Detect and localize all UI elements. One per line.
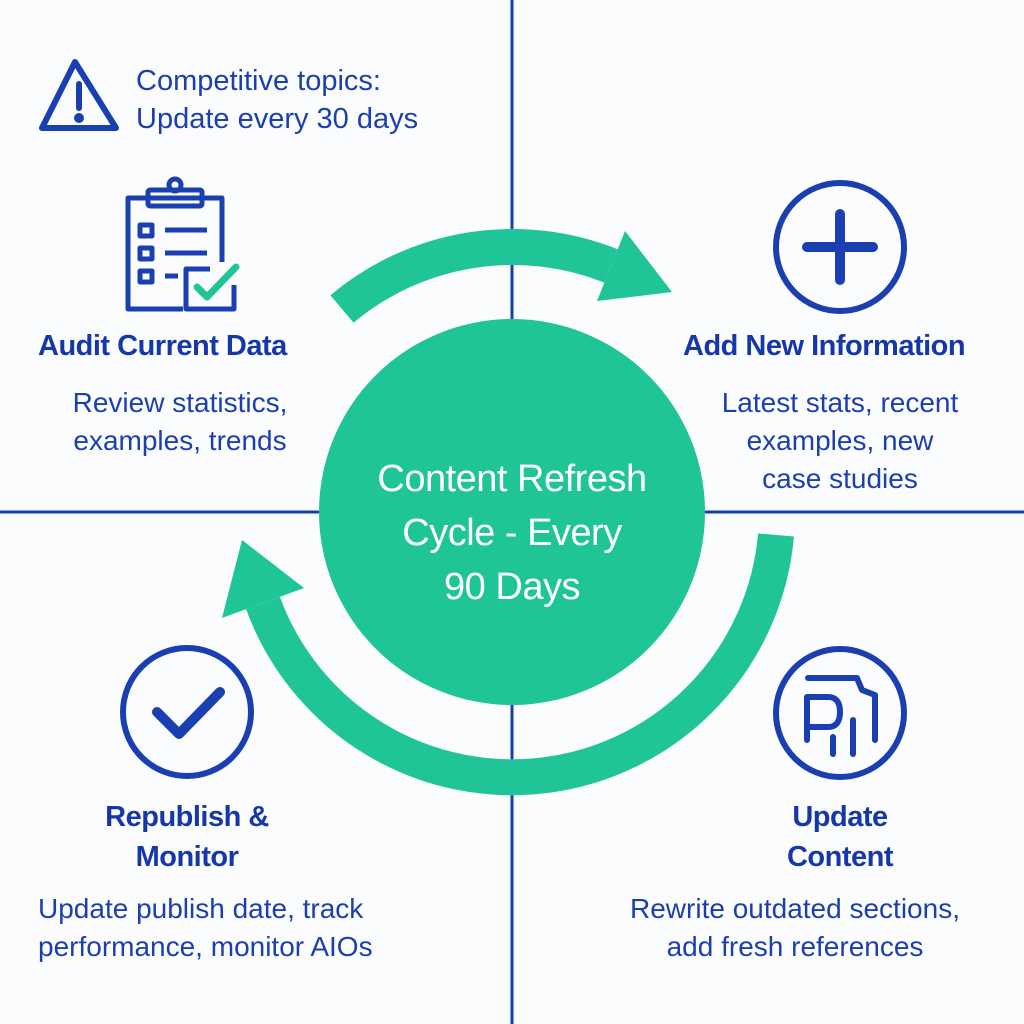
- warning-line-1: Competitive topics:: [136, 65, 381, 97]
- title-line: Republish &: [105, 801, 269, 833]
- desc-line: Latest stats, recent: [721, 387, 959, 418]
- bottom-cycle-arc: [246, 533, 794, 796]
- title-line: Update: [792, 801, 888, 833]
- step-republish-title: Republish & Monitor: [37, 797, 337, 877]
- top-arrowhead-icon: [597, 231, 672, 301]
- step-add-title: Add New Information: [683, 330, 966, 362]
- desc-line: examples, trends: [73, 425, 287, 456]
- warning-note: Competitive topics: Update every 30 days: [136, 62, 418, 138]
- desc-line: Update publish date, track: [38, 893, 364, 924]
- clipboard-checklist-icon: [125, 176, 240, 312]
- desc-line: case studies: [762, 463, 918, 494]
- step-update-title: Update Content: [690, 797, 990, 877]
- title-line: Content: [786, 841, 894, 873]
- center-label: Content Refresh Cycle - Every 90 Days: [330, 452, 694, 614]
- step-republish-desc: Update publish date, track performance, …: [38, 890, 458, 966]
- desc-line: Review statistics,: [72, 387, 288, 418]
- bottom-arrowhead-icon: [222, 540, 304, 618]
- center-line-1: Content Refresh: [377, 458, 647, 500]
- warning-triangle-icon: [39, 59, 119, 131]
- desc-line: examples, new: [746, 425, 934, 456]
- desc-line: performance, monitor AIOs: [38, 931, 373, 962]
- step-audit-title: Audit Current Data: [38, 330, 287, 362]
- warning-line-2: Update every 30 days: [136, 103, 419, 135]
- top-cycle-arc: [330, 228, 618, 323]
- center-line-2: Cycle - Every: [402, 512, 622, 554]
- plus-circle-icon: [773, 180, 907, 314]
- check-circle-icon: [120, 645, 254, 779]
- step-add-desc: Latest stats, recent examples, new case …: [680, 384, 1000, 498]
- center-circle: [319, 319, 705, 705]
- center-line-3: 90 Days: [444, 566, 580, 608]
- desc-line: Rewrite outdated sections,: [630, 893, 960, 924]
- document-chart-icon: [773, 646, 907, 780]
- step-audit-desc: Review statistics, examples, trends: [30, 384, 330, 460]
- desc-line: add fresh references: [666, 931, 924, 962]
- title-line: Monitor: [135, 841, 239, 873]
- step-update-desc: Rewrite outdated sections, add fresh ref…: [590, 890, 1000, 966]
